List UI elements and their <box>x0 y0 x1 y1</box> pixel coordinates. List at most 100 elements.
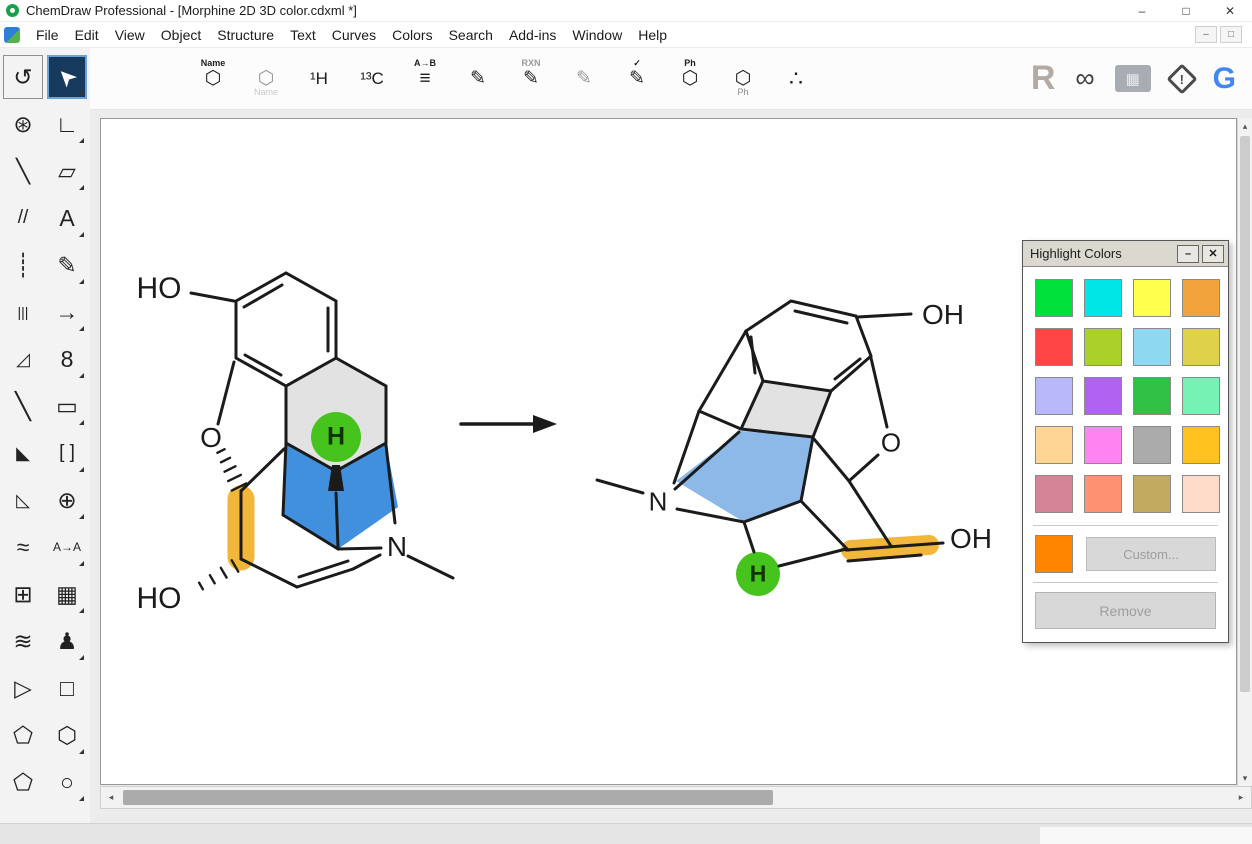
check-structure-tool[interactable]: ✓ ✎ <box>629 58 645 89</box>
template-tool[interactable]: ▦ <box>47 572 87 616</box>
rectangle-tool[interactable]: ▭ <box>47 384 87 428</box>
menu-item[interactable]: Object <box>160 26 202 43</box>
color-swatch[interactable] <box>1035 377 1073 415</box>
color-swatch[interactable] <box>1035 426 1073 464</box>
vertical-scrollbar[interactable]: ▴ ▾ <box>1237 118 1252 786</box>
highlight-colors-titlebar[interactable]: Highlight Colors – ✕ <box>1023 241 1228 267</box>
menu-item[interactable]: File <box>36 26 59 43</box>
name-to-structure-tool[interactable]: Name ⬡ <box>200 58 226 89</box>
triangle-tool[interactable]: ▷ <box>14 674 32 701</box>
arrow-tool[interactable]: → <box>47 290 87 334</box>
scroll-right-button[interactable]: ▸ <box>1238 792 1244 802</box>
curve-tool[interactable]: ≋ <box>13 627 33 654</box>
bracket-tool[interactable]: [ ] <box>47 431 87 475</box>
table-tool[interactable]: ⊞ <box>13 580 33 607</box>
fixed-angle-tool[interactable]: ∟ <box>47 102 87 146</box>
3d-glasses-icon[interactable]: ∞ <box>1075 63 1095 93</box>
color-swatch[interactable] <box>1084 426 1122 464</box>
atom-label: O <box>200 422 222 453</box>
custom-color-button[interactable]: Custom... <box>1086 537 1216 571</box>
horizontal-scroll-thumb[interactable] <box>123 790 773 805</box>
multiple-bond-tool[interactable]: // <box>17 207 29 228</box>
color-swatch[interactable] <box>1182 426 1220 464</box>
warning-diamond-icon[interactable]: ! <box>1166 62 1198 95</box>
maximize-button[interactable]: □ <box>1182 3 1190 18</box>
chain-bond-tool[interactable]: ⊛ <box>13 110 33 137</box>
color-swatch[interactable] <box>1133 328 1171 366</box>
menu-item[interactable]: Edit <box>74 26 99 43</box>
pen-tool[interactable]: ✎ <box>47 243 87 287</box>
color-swatch[interactable] <box>1084 328 1122 366</box>
menu-item[interactable]: Curves <box>331 26 377 43</box>
horizontal-scrollbar[interactable]: ◂ ▸ <box>100 786 1252 809</box>
a-to-b-converter-tool[interactable]: A→B ≡ <box>414 58 436 89</box>
circle-plus-tool[interactable]: ⊕ <box>47 478 87 522</box>
minimize-button[interactable]: – <box>1138 3 1146 18</box>
bold-bond-tool[interactable]: ╲ <box>15 390 31 421</box>
palette-minimize-button[interactable]: – <box>1177 244 1199 263</box>
eraser-tool[interactable]: ▱ <box>47 149 87 193</box>
hexagon-tool[interactable]: ⬡ <box>47 713 87 757</box>
marquee-tool[interactable]: ➤ <box>47 55 87 99</box>
model-3d-tool[interactable]: ∴ <box>789 65 803 91</box>
hollow-wedge-tool[interactable]: ◺ <box>16 489 30 510</box>
single-bond-tool[interactable]: ╲ <box>16 157 30 184</box>
image-placeholder-icon[interactable]: ▦ <box>1114 65 1151 92</box>
menu-item[interactable]: View <box>114 26 145 43</box>
ellipse-tool[interactable]: ○ <box>47 760 87 804</box>
wedge-bond-tool[interactable]: ◣ <box>16 442 30 463</box>
ph-ring-alt-tool[interactable]: ⬡ Ph <box>734 68 752 97</box>
nmr-13c-tool[interactable]: ¹³C <box>360 69 384 88</box>
menu-item[interactable]: Add-ins <box>508 26 557 43</box>
doc-minimize-button[interactable]: – <box>1195 26 1217 43</box>
color-swatch[interactable] <box>1182 279 1220 317</box>
lasso-tool[interactable]: ↺ <box>3 55 43 99</box>
palette-close-button[interactable]: ✕ <box>1202 244 1224 263</box>
close-button[interactable]: ✕ <box>1224 3 1236 18</box>
color-swatch[interactable] <box>1035 475 1073 513</box>
ph-ring-tool[interactable]: Ph ⬡ <box>681 58 699 89</box>
clean-structure-tool[interactable]: ✎ <box>470 68 486 89</box>
color-swatch[interactable] <box>1084 475 1122 513</box>
text-tool[interactable]: A <box>47 196 87 240</box>
structure-to-name-tool[interactable]: ⬡ Name <box>253 68 278 97</box>
google-logo[interactable]: G <box>1212 61 1236 95</box>
wavy-bond-tool[interactable]: ≈ <box>16 533 30 560</box>
color-swatch[interactable] <box>1035 279 1073 317</box>
doc-restore-button[interactable]: □ <box>1220 26 1242 43</box>
rxn-brush-tool[interactable]: RXN ✎ <box>521 58 541 89</box>
stamp-tool[interactable]: ♟ <box>47 619 87 663</box>
scroll-down-button[interactable]: ▾ <box>1242 772 1248 783</box>
hashed-bond-tool[interactable]: ||| <box>17 304 29 320</box>
pentagon-alt-tool[interactable]: ⬠ <box>13 768 33 795</box>
menu-item[interactable]: Colors <box>392 26 433 43</box>
color-swatch[interactable] <box>1182 377 1220 415</box>
scroll-left-button[interactable]: ◂ <box>108 792 114 802</box>
menu-item[interactable]: Window <box>572 26 623 43</box>
color-swatch[interactable] <box>1133 279 1171 317</box>
nmr-1h-tool[interactable]: ¹H <box>310 69 328 88</box>
menu-item[interactable]: Help <box>638 26 667 43</box>
brush-alt-tool[interactable]: ✎ <box>576 68 592 89</box>
remove-highlight-button[interactable]: Remove <box>1035 592 1216 629</box>
current-color-swatch[interactable] <box>1035 535 1073 573</box>
menu-item[interactable]: Structure <box>217 26 275 43</box>
menu-item[interactable]: Text <box>290 26 316 43</box>
square-tool[interactable]: □ <box>60 674 74 701</box>
color-swatch[interactable] <box>1182 328 1220 366</box>
pentagon-tool[interactable]: ⬠ <box>13 721 33 748</box>
atom-replace-tool[interactable]: A→A <box>47 525 87 569</box>
color-swatch[interactable] <box>1133 426 1171 464</box>
color-swatch[interactable] <box>1133 475 1171 513</box>
scroll-up-button[interactable]: ▴ <box>1242 120 1248 131</box>
color-swatch[interactable] <box>1035 328 1073 366</box>
dashed-bond-tool[interactable]: ┊ <box>16 251 30 278</box>
hashed-wedge-tool[interactable]: ◿ <box>16 348 30 369</box>
menu-item[interactable]: Search <box>448 26 493 43</box>
orbital-tool[interactable]: 8 <box>47 337 87 381</box>
vertical-scroll-thumb[interactable] <box>1240 136 1250 692</box>
color-swatch[interactable] <box>1182 475 1220 513</box>
color-swatch[interactable] <box>1133 377 1171 415</box>
color-swatch[interactable] <box>1084 279 1122 317</box>
color-swatch[interactable] <box>1084 377 1122 415</box>
